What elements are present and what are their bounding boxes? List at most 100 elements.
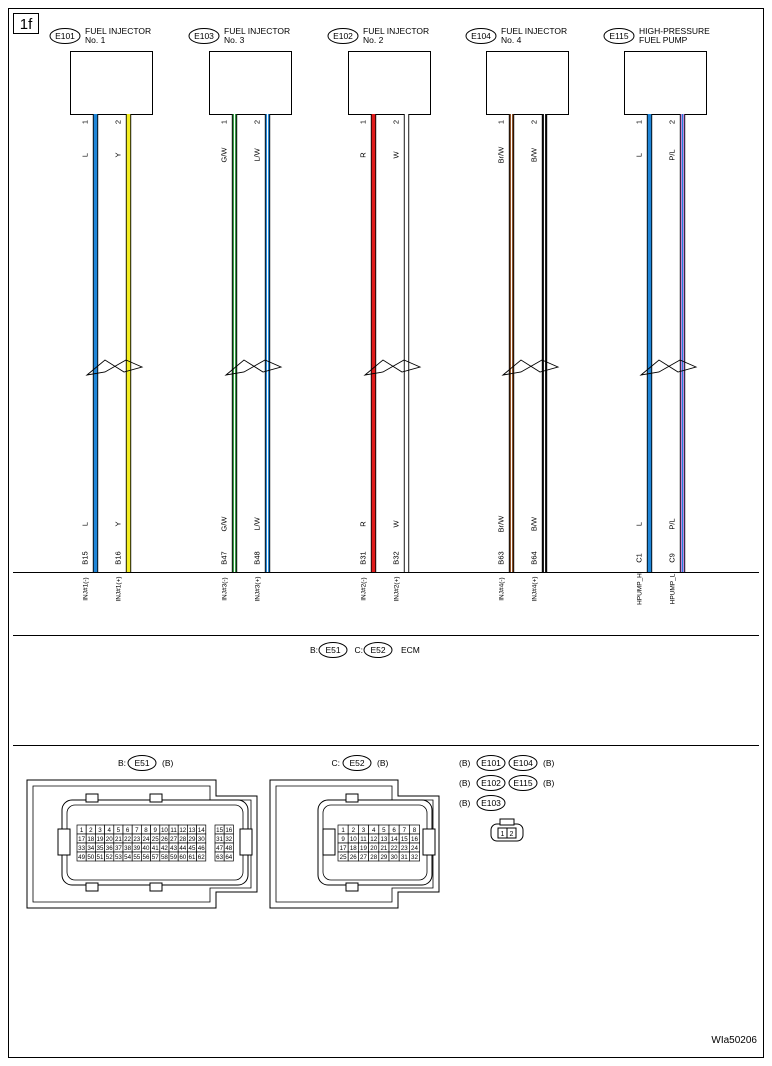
pin-number: 1 <box>635 120 644 124</box>
ecm-terminal-name: INJ#4(+) <box>532 576 539 601</box>
ecm-b-prefix: B: <box>310 645 318 655</box>
small-connector-pin-1: 1 <box>501 831 505 838</box>
pin-number: 1 <box>80 827 84 834</box>
connector-c-housing-inner <box>275 785 434 903</box>
pin-number: 40 <box>143 845 150 852</box>
wire-color-label: B/W <box>530 147 539 162</box>
connector-code: E115 <box>609 31 628 41</box>
pin-number: 2 <box>668 120 677 124</box>
pin-number: 13 <box>380 836 387 843</box>
legend-connector-code: E115 <box>513 778 532 788</box>
pin-number: 3 <box>362 827 366 834</box>
connector-b-tab-bottom-2 <box>149 882 163 892</box>
pin-number: 43 <box>170 845 177 852</box>
ecm-pin-number: B48 <box>253 551 262 564</box>
pin-number: 63 <box>216 854 223 861</box>
pin-number: 2 <box>530 120 539 124</box>
small-connector-lock <box>499 818 515 826</box>
legend-connector-badge <box>476 755 506 771</box>
wire-color-label: L <box>81 153 90 157</box>
pin-number: 49 <box>78 854 85 861</box>
connector-code: E104 <box>471 31 491 41</box>
legend-color-code: (B) <box>543 758 555 768</box>
ecm-pin-number: B31 <box>359 551 368 564</box>
pin-number: 26 <box>161 836 168 843</box>
pin-number: 2 <box>352 827 356 834</box>
pin-number: 19 <box>97 836 104 843</box>
connector-c-tab-top <box>345 793 359 803</box>
connector-badge <box>603 28 635 44</box>
page-label: 1f <box>20 16 33 33</box>
connector-c-tab-bottom <box>345 882 359 892</box>
wire-color-label-lower: L <box>635 522 644 526</box>
pin-number: 60 <box>179 854 186 861</box>
harness-break-symbol <box>639 359 698 376</box>
connector-c-prefix: C: <box>332 758 341 768</box>
connector-b-color-code: (B) <box>162 758 174 768</box>
connector-b-latch-left <box>57 828 71 856</box>
pin-number: 52 <box>106 854 113 861</box>
legend-color-code: (B) <box>459 758 471 768</box>
pin-number: 28 <box>179 836 186 843</box>
ecm-b-connector-badge <box>318 642 348 658</box>
pin-number: 39 <box>133 845 140 852</box>
connector-c-badge <box>342 755 372 771</box>
pin-number: 21 <box>115 836 122 843</box>
ecm-pin-number: C1 <box>635 553 644 563</box>
pin-number: 12 <box>370 836 377 843</box>
drawing-code: WIa50206 <box>711 1035 757 1046</box>
legend-connector-badge <box>476 775 506 791</box>
pin-number: 18 <box>350 845 357 852</box>
legend-connector-badge <box>476 795 506 811</box>
page-frame <box>8 8 764 1058</box>
ecm-pin-number: B47 <box>220 551 229 564</box>
ecm-terminal-name: HPUMP_L <box>670 573 677 604</box>
pin-number: 11 <box>360 836 367 843</box>
ecm-pin-number: C9 <box>668 553 677 563</box>
pin-number: 46 <box>198 845 205 852</box>
connector-c-code: E52 <box>349 758 364 768</box>
pin-number: 1 <box>341 827 345 834</box>
wire-color-label-lower: B/W <box>530 516 539 531</box>
pin-number: 1 <box>497 120 506 124</box>
harness-break-symbol <box>224 359 283 376</box>
pin-number: 10 <box>350 836 357 843</box>
pin-number: 24 <box>143 836 150 843</box>
pin-number: 44 <box>179 845 186 852</box>
ecm-pin-number: B63 <box>497 551 506 564</box>
pin-number: 27 <box>360 854 367 861</box>
wire-color-label: Y <box>114 152 123 157</box>
pin-number: 28 <box>370 854 377 861</box>
pin-number: 16 <box>411 836 418 843</box>
connector-c-color-code: (B) <box>377 758 389 768</box>
harness-break-symbol <box>501 359 560 376</box>
connector-b-badge <box>127 755 157 771</box>
connector-c-latch-left <box>322 828 336 856</box>
ecm-c-prefix: C: <box>355 645 364 655</box>
connector-b-tab-bottom-1 <box>85 882 99 892</box>
pin-number: 9 <box>341 836 345 843</box>
wire-color-label-lower: Br/W <box>497 515 506 533</box>
legend-connector-badge <box>508 775 538 791</box>
pin-number: 32 <box>225 836 232 843</box>
pin-number: 33 <box>78 845 85 852</box>
pin-number: 21 <box>380 845 387 852</box>
pin-number: 59 <box>170 854 177 861</box>
pin-number: 55 <box>133 854 140 861</box>
pin-number: 14 <box>198 827 205 834</box>
connector-badge <box>465 28 497 44</box>
ecm-pin-number: B64 <box>530 551 539 564</box>
component-box <box>209 51 292 115</box>
ecm-b-connector-code: E51 <box>325 645 340 655</box>
pin-number: 30 <box>391 854 398 861</box>
pin-number: 10 <box>161 827 168 834</box>
component-title-line: No. 2 <box>363 35 384 45</box>
ecm-c-connector-badge <box>363 642 393 658</box>
wire-color-label-lower: Y <box>114 521 123 526</box>
